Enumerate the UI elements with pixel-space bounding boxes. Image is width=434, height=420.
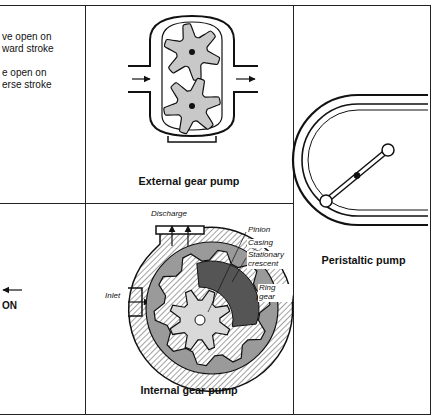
part-label: Casing bbox=[247, 239, 274, 248]
table-cell: Internal gear pump bbox=[85, 203, 293, 415]
direction-arrow bbox=[3, 290, 22, 291]
gear-shaft bbox=[189, 103, 195, 109]
part-label: Ring gear bbox=[258, 284, 292, 302]
part-label: Stationary crescent bbox=[247, 251, 293, 269]
table-cell: ve open on ward stroke e open on erse str… bbox=[0, 5, 85, 203]
table-cell: External gear pump bbox=[85, 5, 293, 203]
cell-text: ON bbox=[2, 300, 32, 312]
pump-caption: Internal gear pump bbox=[85, 384, 293, 396]
table-cell: Peristaltic pump bbox=[293, 5, 434, 415]
part-label: Inlet bbox=[104, 292, 121, 301]
peristaltic-pump bbox=[293, 95, 428, 225]
table-cell: ON bbox=[0, 203, 85, 415]
external-gears bbox=[164, 24, 220, 134]
internal-gear-casing bbox=[128, 226, 293, 391]
cell-text: e open on erse stroke bbox=[2, 67, 62, 90]
pump-caption: External gear pump bbox=[85, 175, 293, 187]
part-label: Pinion bbox=[247, 226, 271, 235]
external-gear-casing bbox=[128, 16, 258, 142]
pump-caption: Peristaltic pump bbox=[293, 254, 434, 266]
pinion-shaft bbox=[195, 315, 205, 325]
gear bbox=[164, 78, 220, 133]
gear bbox=[164, 24, 219, 80]
gear-shaft bbox=[189, 49, 195, 55]
pinion-gear bbox=[170, 290, 229, 349]
part-label: Discharge bbox=[150, 210, 188, 219]
cell-text: ve open on ward stroke bbox=[2, 31, 62, 54]
table-grid bbox=[0, 5, 431, 415]
